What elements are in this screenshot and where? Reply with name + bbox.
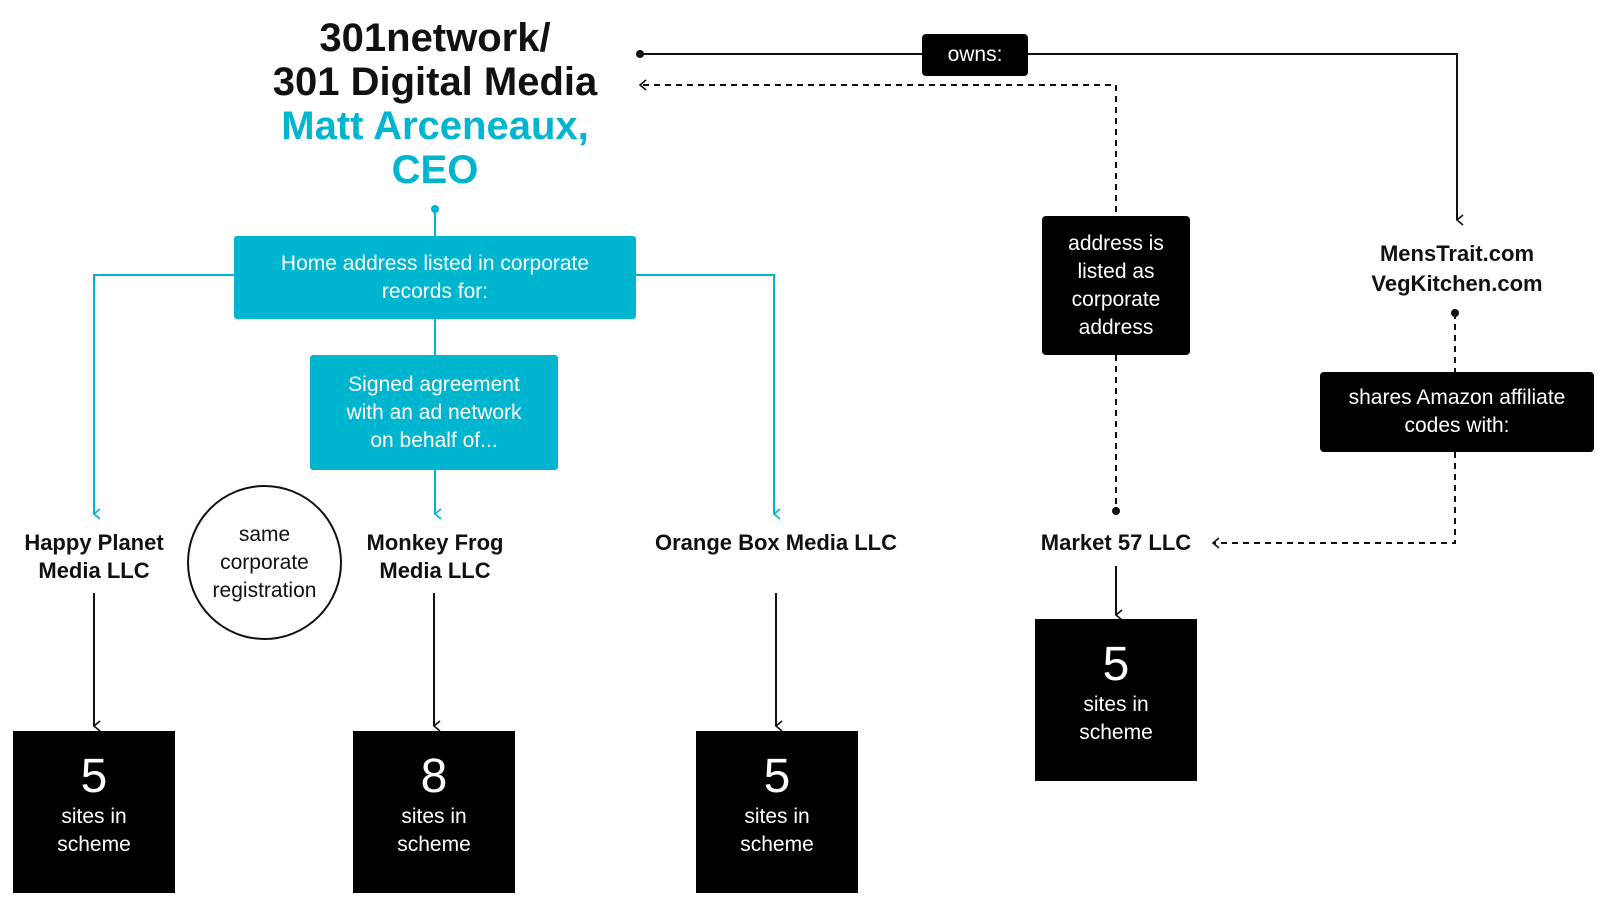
count-label: sites in scheme — [397, 805, 471, 856]
count-box-orange-box: 5 sites in scheme — [696, 731, 858, 893]
count-label: sites in scheme — [740, 805, 814, 856]
black-connectors — [92, 50, 1464, 732]
entity-happy-planet: Happy Planet Media LLC — [24, 530, 164, 583]
teal-connectors — [92, 205, 781, 520]
same-registration-circle: same corporate registration — [187, 485, 342, 640]
entity-monkey-frog: Monkey Frog Media LLC — [366, 530, 504, 583]
entity-market57: Market 57 LLC — [1040, 530, 1192, 555]
count-number: 5 — [80, 750, 108, 803]
count-box-happy-planet: 5 sites in scheme — [13, 731, 175, 893]
header-line-2: 301 Digital Media — [272, 60, 598, 104]
owns-line-right — [1028, 53, 1464, 226]
header-line-3: Matt Arceneaux, — [281, 104, 589, 148]
count-box-monkey-frog: 8 sites in scheme — [353, 731, 515, 893]
count-number: 5 — [1102, 638, 1130, 691]
count-number: 8 — [420, 750, 448, 803]
home-to-happy-planet-arrow — [92, 274, 234, 520]
shares-codes-box: shares Amazon affiliate codes with: — [1320, 372, 1594, 452]
shares-dashed-line-bottom — [1211, 452, 1456, 549]
header-line-4: CEO — [391, 148, 479, 192]
count-box-market57: 5 sites in scheme — [1035, 619, 1197, 781]
header-line-1: 301network/ — [319, 16, 551, 60]
entity-orange-box: Orange Box Media LLC — [654, 530, 898, 555]
count-label: sites in scheme — [1079, 693, 1153, 744]
entity-sites: MensTrait.com VegKitchen.com — [1371, 241, 1543, 296]
owns-label-box: owns: — [922, 34, 1028, 76]
signed-agreement-box: Signed agreement with an ad network on b… — [310, 355, 558, 470]
market57-dot — [1112, 507, 1120, 515]
address-listed-box: address is listed as corporate address — [1042, 216, 1190, 355]
home-to-orange-box-arrow — [636, 274, 781, 520]
header-title: 301network/ 301 Digital Media Matt Arcen… — [215, 16, 655, 192]
count-label: sites in scheme — [57, 805, 131, 856]
count-number: 5 — [763, 750, 791, 803]
home-address-box: Home address listed in corporate records… — [234, 236, 636, 319]
address-dashed-line-top — [638, 79, 1117, 212]
ceo-dot — [431, 205, 439, 213]
